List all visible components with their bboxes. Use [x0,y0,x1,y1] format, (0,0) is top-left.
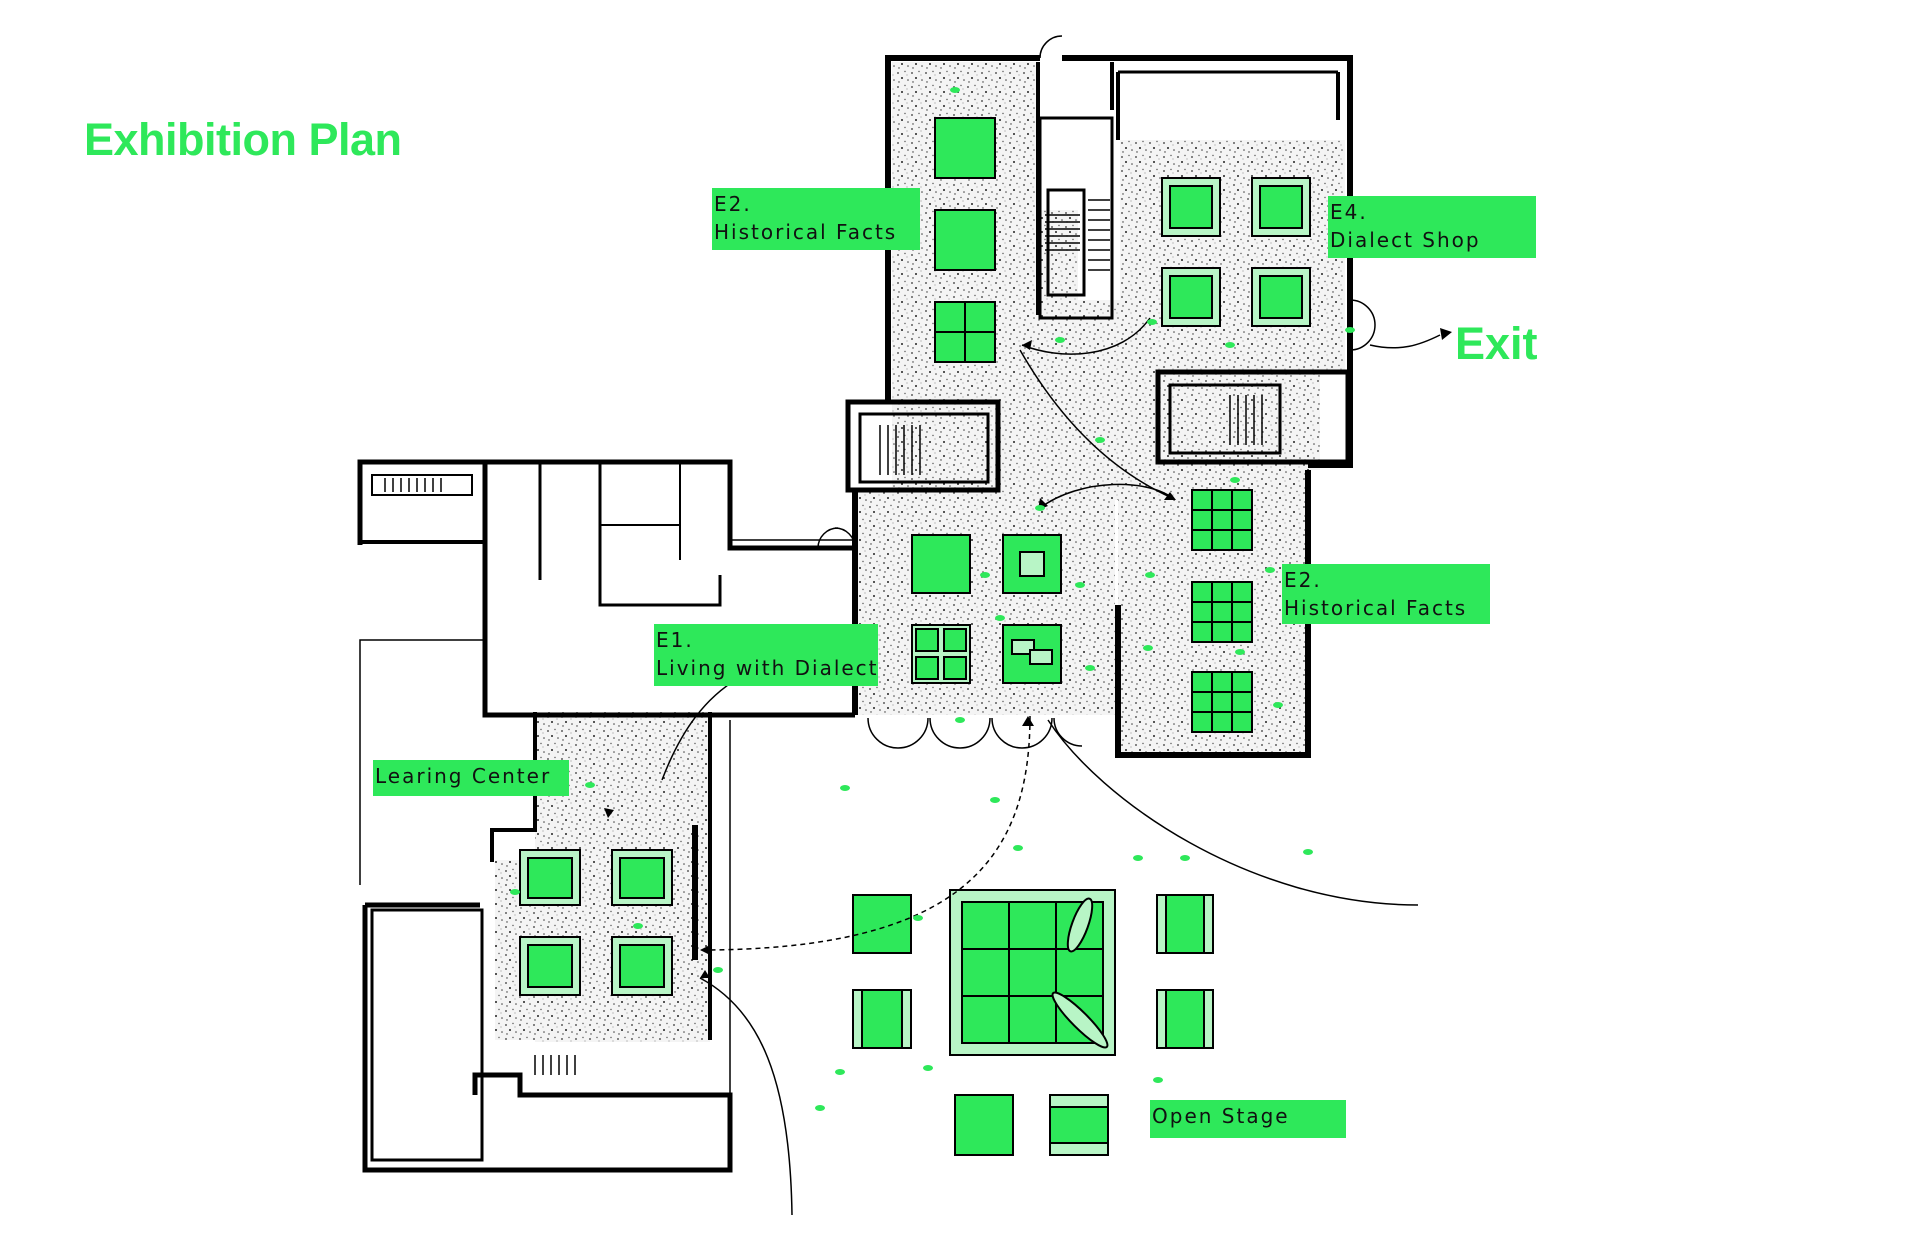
walls [357,55,1353,1173]
e2-top-displays [934,117,996,363]
stairs [384,199,1263,1075]
site-lines [359,539,855,1165]
label-e4-name: Dialect Shop [1330,228,1481,252]
flow-paths [661,317,1441,1216]
e4-shop-displays [1161,177,1311,327]
label-e2-right-name: Historical Facts [1284,596,1468,620]
label-e2-top: E2. Historical Facts [712,188,920,250]
label-e2-top-code: E2. [714,192,752,216]
door-swings [817,35,1376,749]
label-e1-code: E1. [656,628,694,652]
e1-displays [911,534,1062,684]
e2-right-grids [1191,489,1253,733]
label-open-stage-text: Open Stage [1152,1104,1290,1128]
arrow-heads [604,328,1452,978]
label-e4: E4. Dialect Shop [1328,196,1536,258]
label-open-stage: Open Stage [1150,1100,1346,1138]
open-stage [852,889,1214,1156]
label-e2-right: E2. Historical Facts [1282,564,1490,624]
people-marks [510,87,1355,1111]
label-e2-right-code: E2. [1284,568,1322,592]
exit-label: Exit [1455,318,1538,369]
label-e1-name: Living with Dialect [656,656,879,680]
page-title: Exhibition Plan [84,114,402,165]
label-e1: E1. Living with Dialect [654,624,878,686]
label-e4-code: E4. [1330,200,1368,224]
label-e2-top-name: Historical Facts [714,220,898,244]
learning-center-displays [519,849,673,996]
label-learning-center: Learing Center [373,760,569,796]
label-learning-center-text: Learing Center [375,764,552,788]
